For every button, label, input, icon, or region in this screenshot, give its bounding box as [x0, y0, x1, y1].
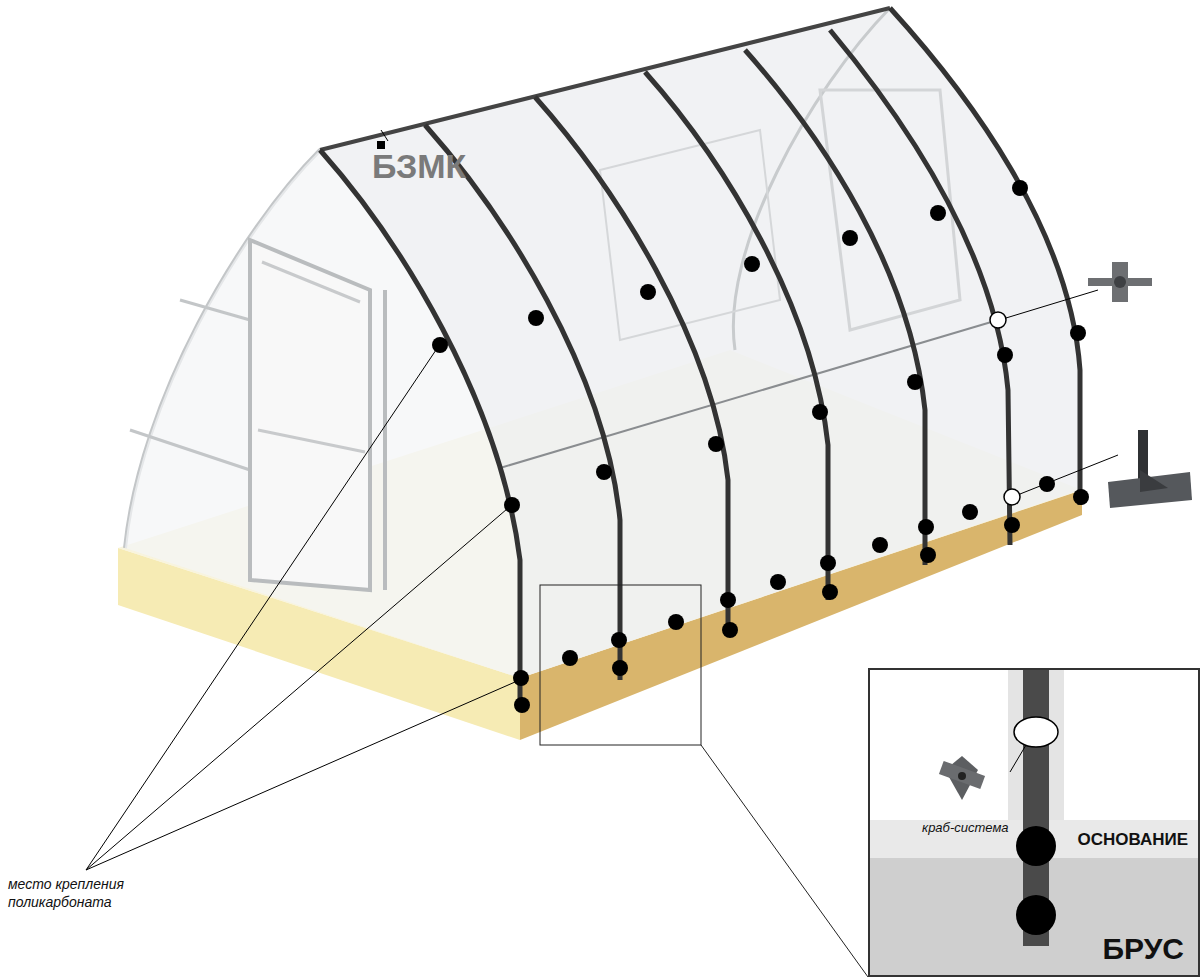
- part-name: краб-система: [922, 820, 1009, 836]
- front-end-wall: [125, 150, 520, 678]
- ridge: [320, 8, 890, 150]
- fastening-points: [432, 180, 1089, 713]
- arch: [425, 125, 620, 680]
- leader-lines: [86, 350, 515, 870]
- end-frame: [180, 300, 250, 320]
- arch: [320, 150, 520, 710]
- leader-line: [381, 130, 388, 141]
- base-band: ОСНОВАНИЕ: [870, 820, 1198, 858]
- arch: [645, 72, 828, 600]
- crab-point: [990, 312, 1006, 328]
- zoom-box: [540, 585, 701, 745]
- bracket-point: [1004, 489, 1020, 505]
- door-frame: [258, 430, 365, 452]
- leader-line: [1006, 290, 1098, 318]
- zoom-line: [701, 745, 868, 977]
- crab-point: [1014, 717, 1058, 747]
- leader-line: [1010, 745, 1026, 772]
- product-label: БЗМК: [372, 145, 466, 188]
- leader-line: [1020, 455, 1118, 494]
- part-name: БРУС: [1102, 930, 1184, 968]
- inset-box: краб-системаОСНОВАНИЕ БРУС: [868, 668, 1200, 977]
- fastening-point: [1016, 826, 1056, 866]
- end-frame: [130, 430, 250, 470]
- arch: [535, 97, 728, 635]
- arch: [830, 30, 1010, 545]
- rear-arch: [733, 8, 890, 350]
- note-label: место крепления поликарбоната: [8, 876, 178, 911]
- crab-icon: [939, 756, 985, 800]
- door-jamb: [383, 290, 387, 590]
- rear-window: [820, 90, 960, 330]
- beam-band: БРУС: [870, 858, 1198, 975]
- door-frame: [262, 262, 360, 302]
- roof-vent: [600, 130, 780, 340]
- fastening-point: [1016, 895, 1056, 935]
- crab-icon: [1088, 262, 1152, 302]
- arch: [745, 50, 925, 565]
- part-name: ОСНОВАНИЕ: [1077, 829, 1188, 850]
- arches: [320, 8, 1080, 710]
- bracket-icon: [1108, 430, 1192, 508]
- arch: [890, 8, 1080, 505]
